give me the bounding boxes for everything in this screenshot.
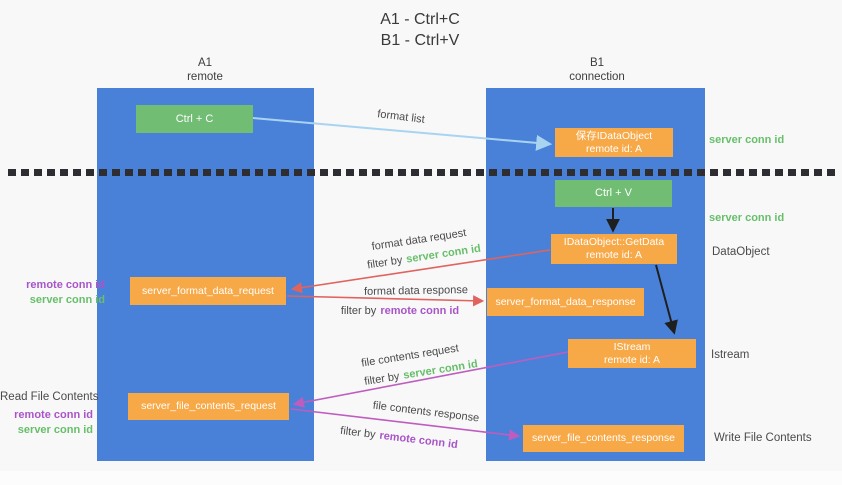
getdata-line2: remote id: A <box>585 249 643 261</box>
remote-conn-id-label-bottom: remote conn id <box>14 409 93 421</box>
dataobject-label: DataObject <box>712 246 770 258</box>
dashed-separator-line <box>8 169 838 176</box>
save-idataobject-line2: remote id: A <box>585 142 643 155</box>
file-contents-request-arrow <box>292 351 569 408</box>
lane-b1-id: B1 <box>589 57 605 69</box>
lane-header-a1: A1 remote <box>155 56 255 84</box>
node-server-format-data-response: server_format_data_response <box>487 288 644 316</box>
remote-conn-id-label-top: remote conn id <box>26 279 105 291</box>
ctrl-c-label: Ctrl + C <box>175 112 214 125</box>
server-conn-id-label-left-top: server conn id <box>29 294 105 306</box>
title-line-2: B1 - Ctrl+V <box>380 32 460 49</box>
lane-a1-id: A1 <box>197 57 213 69</box>
format-request-label: server_format_data_request <box>142 284 274 297</box>
istream-side-label: Istream <box>711 349 750 361</box>
node-server-format-data-request: server_format_data_request <box>130 277 286 305</box>
server-conn-id-label-top: server conn id <box>709 134 785 146</box>
left-conn-id-group-top: remote conn id server conn id <box>10 278 105 308</box>
node-server-file-contents-response: server_file_contents_response <box>523 425 684 452</box>
format-response-label: server_format_data_response <box>495 295 636 308</box>
left-conn-id-group-bottom: Read File Contents remote conn id server… <box>0 390 99 438</box>
node-ctrl-c: Ctrl + C <box>136 105 253 133</box>
format-list-arrow <box>252 117 553 151</box>
node-istream: IStream remote id: A <box>568 339 696 368</box>
node-ctrl-v: Ctrl + V <box>555 180 672 207</box>
write-file-contents-label: Write File Contents <box>714 432 812 444</box>
server-conn-id-label-left-bottom: server conn id <box>17 424 93 436</box>
server-conn-id-label-mid: server conn id <box>709 212 785 224</box>
node-server-file-contents-request: server_file_contents_request <box>128 393 289 420</box>
filter-by-text: filter by <box>340 305 377 317</box>
lane-a1-subtitle: remote <box>187 71 223 83</box>
format-data-response-label: format data response <box>363 284 469 298</box>
read-file-contents-label: Read File Contents <box>0 391 99 403</box>
bottom-strip <box>0 471 842 485</box>
node-idataobject-getdata: IDataObject::GetData remote id: A <box>551 234 677 264</box>
getdata-line1: IDataObject::GetData <box>563 236 665 248</box>
lane-header-b1: B1 connection <box>547 56 647 84</box>
remote-conn-id-text: remote conn id <box>380 305 460 317</box>
node-save-idataobject: 保存IDataObject remote id: A <box>555 128 673 157</box>
getdata-to-istream-arrow <box>655 264 678 335</box>
file-request-label: server_file_contents_request <box>141 400 276 412</box>
file-response-label: server_file_contents_response <box>531 432 675 444</box>
ctrl-v-label: Ctrl + V <box>595 187 632 199</box>
lane-b1-subtitle: connection <box>569 71 625 83</box>
format-data-response-arrow <box>286 295 485 307</box>
format-data-request-arrow <box>290 249 551 294</box>
diagram-title: A1 - Ctrl+C B1 - Ctrl+V <box>300 9 540 51</box>
file-contents-response-arrow <box>290 408 521 441</box>
istream-line1: IStream <box>613 340 651 353</box>
istream-line2: remote id: A <box>603 353 661 366</box>
save-idataobject-line1: 保存IDataObject <box>575 129 653 142</box>
title-line-1: A1 - Ctrl+C <box>380 11 460 28</box>
